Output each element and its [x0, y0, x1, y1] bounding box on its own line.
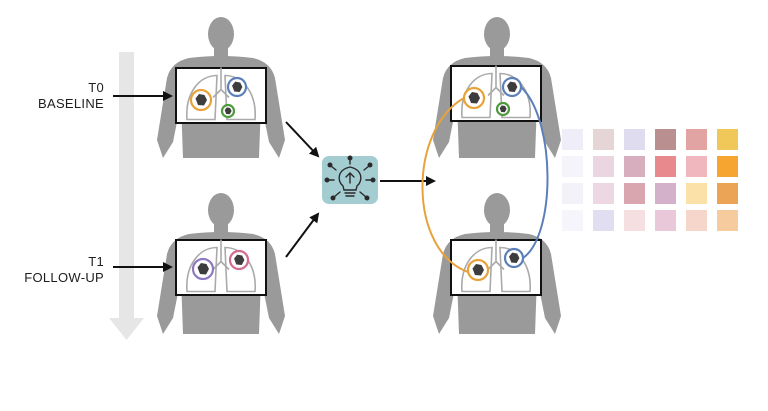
- bulb: [338, 166, 362, 191]
- matrix-cell: [655, 183, 676, 204]
- matrix-cell: [686, 156, 707, 177]
- timepoint-name: FOLLOW-UP: [24, 270, 104, 285]
- feature-matrix: [562, 129, 738, 231]
- right-lung: [224, 74, 256, 121]
- circuit-node: [364, 195, 370, 201]
- matrix-cell: [655, 156, 676, 177]
- matrix-cell: [562, 129, 583, 150]
- timepoint-name: BASELINE: [38, 96, 104, 111]
- lesion-blue: [501, 76, 523, 98]
- scan-t0-left: [175, 67, 267, 124]
- lesion-mass: [234, 254, 245, 265]
- lesion-blue: [226, 76, 248, 98]
- circuit-node: [347, 155, 353, 161]
- lesion-mass: [472, 264, 484, 276]
- timepoint-code: T1: [88, 254, 104, 269]
- circuit-node: [370, 177, 376, 183]
- left-lung: [461, 246, 493, 293]
- timeline-bar: [119, 52, 134, 322]
- lesion-orange: [189, 88, 213, 112]
- matrix-cell: [655, 210, 676, 231]
- track-orange: [421, 97, 469, 273]
- neck: [214, 47, 228, 59]
- right-lung: [499, 246, 531, 293]
- lesion-mass: [507, 81, 518, 92]
- circuit-lines: [327, 158, 373, 198]
- lesion-mass: [224, 107, 232, 115]
- trachea: [212, 67, 230, 99]
- track-blue: [520, 86, 549, 259]
- lightbulb-circuit-icon: [324, 155, 376, 201]
- matrix-cell: [624, 210, 645, 231]
- matrix-cell: [624, 156, 645, 177]
- bulb-filament: [345, 172, 355, 184]
- matrix-cell: [717, 156, 738, 177]
- matrix-cell: [562, 183, 583, 204]
- head: [208, 193, 234, 227]
- timeline-arrowhead: [109, 318, 144, 340]
- left-lung: [186, 246, 218, 293]
- right-lung: [224, 246, 256, 293]
- matrix-cell: [624, 129, 645, 150]
- matrix-cell: [717, 183, 738, 204]
- timeline-down-arrow: [109, 52, 144, 340]
- lesion-mass: [499, 105, 507, 113]
- matrix-cell: [717, 129, 738, 150]
- lungs: [461, 239, 531, 293]
- matrix-cell: [717, 210, 738, 231]
- lesion-blue: [503, 247, 525, 269]
- lesion-mass: [195, 94, 207, 106]
- timepoint-label-t0: T0 BASELINE: [4, 80, 104, 112]
- scan-t0-right: [450, 65, 542, 122]
- matrix-cell: [593, 210, 614, 231]
- lungs: [186, 67, 256, 121]
- circuit-node: [330, 195, 336, 201]
- lesion-pink: [228, 249, 250, 271]
- head: [484, 17, 510, 51]
- neck: [490, 47, 504, 59]
- scan-t1-left: [175, 239, 267, 296]
- lesion-mass: [468, 92, 480, 104]
- lesion-mass: [197, 263, 209, 275]
- ai-lightbulb-circuit-icon: [322, 155, 378, 204]
- lesion-purple: [191, 257, 215, 281]
- matrix-cell: [686, 129, 707, 150]
- neck: [490, 223, 504, 235]
- lesion-orange: [462, 86, 486, 110]
- matrix-cell: [562, 156, 583, 177]
- lesion-mass: [232, 81, 243, 92]
- circuit-node: [367, 162, 373, 168]
- lesion-green: [495, 101, 511, 117]
- timepoint-label-t1: T1 FOLLOW-UP: [4, 254, 104, 286]
- neck: [214, 223, 228, 235]
- trachea: [487, 239, 505, 271]
- head: [208, 17, 234, 51]
- lungs: [186, 239, 256, 293]
- trachea: [212, 239, 230, 271]
- matrix-cell: [655, 129, 676, 150]
- trachea: [487, 65, 505, 97]
- circuit-node: [327, 162, 333, 168]
- head: [484, 193, 510, 227]
- matrix-cell: [593, 183, 614, 204]
- scan-t1-right: [450, 239, 542, 296]
- matrix-cell: [686, 210, 707, 231]
- lesion-green: [220, 103, 236, 119]
- circuit-node: [324, 177, 330, 183]
- lesion-mass: [509, 252, 520, 263]
- timepoint-code: T0: [88, 80, 104, 95]
- arrow-t1-to-model: [285, 212, 320, 258]
- arrow-t0-to-model: [285, 121, 320, 158]
- matrix-cell: [593, 156, 614, 177]
- matrix-cell: [593, 129, 614, 150]
- matrix-cell: [624, 183, 645, 204]
- matrix-cell: [686, 183, 707, 204]
- lesion-orange: [466, 258, 490, 282]
- left-lung: [186, 74, 218, 121]
- matrix-cell: [562, 210, 583, 231]
